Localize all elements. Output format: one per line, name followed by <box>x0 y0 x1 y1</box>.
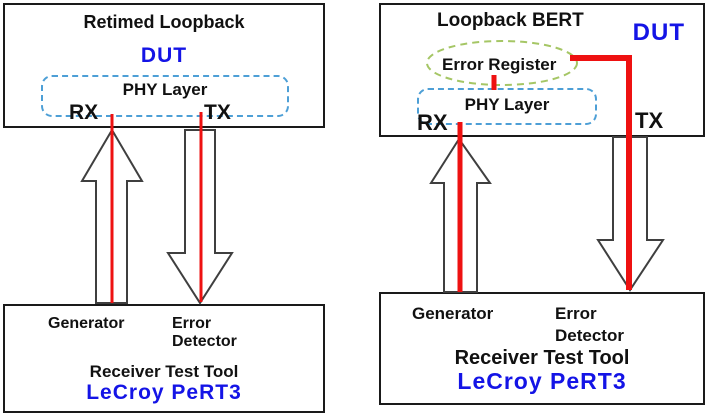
left-rx-port-label: RX <box>69 101 99 124</box>
right-brand-label: LeCroy PeRT3 <box>457 368 627 394</box>
right-rx-port-label: RX <box>417 110 448 135</box>
right-tester-box: Generator Error Detector Receiver Test T… <box>379 292 705 405</box>
right-dut-label: DUT <box>632 19 685 46</box>
left-up-arrow <box>80 128 144 304</box>
left-phy-layer-label: PHY Layer <box>122 80 208 99</box>
left-generator-label: Generator <box>48 315 125 332</box>
right-dut-box: Loopback BERT DUT Error Register PHY Lay… <box>379 3 705 137</box>
left-brand-label: LeCroy PeRT3 <box>86 381 242 404</box>
right-error-detector-label-line2: Detector <box>555 326 624 345</box>
right-down-arrow <box>596 136 665 292</box>
left-error-detector-label-line1: Error <box>172 315 212 332</box>
error-register-label: Error Register <box>442 55 557 74</box>
right-dut-title: Loopback BERT <box>437 10 584 31</box>
left-phy-layer-box: PHY Layer <box>41 75 289 117</box>
left-tester-box: Generator Error Detector Receiver Test T… <box>3 304 325 413</box>
left-dut-box: Retimed Loopback DUT PHY Layer RX TX <box>3 3 325 128</box>
left-tool-label: Receiver Test Tool <box>89 362 239 381</box>
right-error-detector-label-line1: Error <box>555 304 597 323</box>
left-dut-title: Retimed Loopback <box>83 12 245 32</box>
left-dut-label: DUT <box>140 44 188 67</box>
left-down-arrow <box>166 129 234 305</box>
left-error-detector-label-line2: Detector <box>172 333 237 350</box>
right-tool-label: Receiver Test Tool <box>454 347 630 369</box>
left-tx-port-label: TX <box>204 101 231 124</box>
right-generator-label: Generator <box>412 304 494 323</box>
right-tx-port-label: TX <box>635 108 664 133</box>
right-phy-layer-label: PHY Layer <box>464 95 550 114</box>
right-up-arrow <box>429 137 492 293</box>
